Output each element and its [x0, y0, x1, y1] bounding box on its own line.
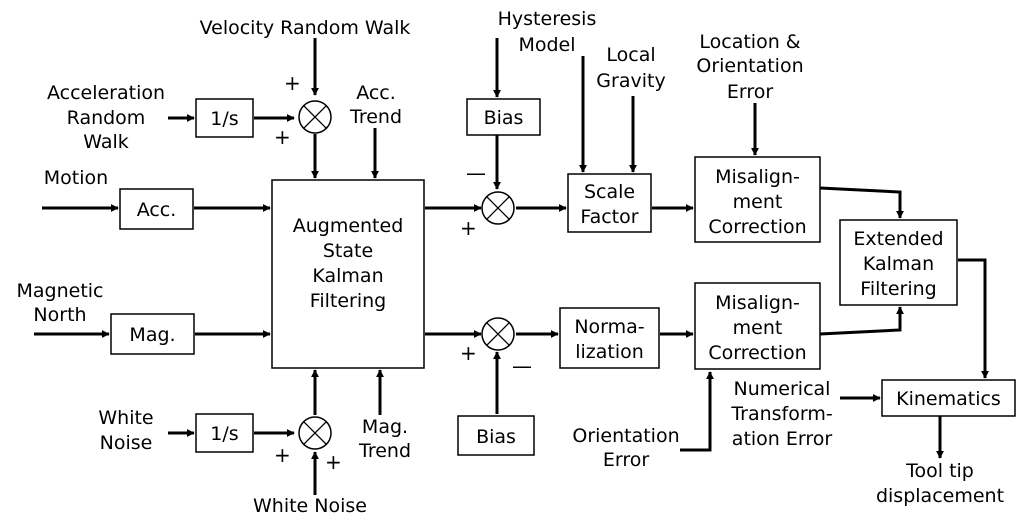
minus-sign: — [466, 161, 486, 185]
accelerometer-label: Acc. [137, 199, 177, 221]
magnetic-north-label-line-1: Magnetic [16, 280, 103, 302]
tool-tip-label: Tool tip [905, 460, 974, 482]
displacement-label: displacement [876, 485, 1004, 507]
numerical-transformation-error-label-line-3: ation Error [732, 428, 833, 450]
misalignment-correction-block-bottom: Misalign- ment Correction [694, 282, 821, 370]
sum-junction-white-noise [298, 416, 332, 450]
ekf-label-line-2: Kalman [863, 253, 934, 275]
mag-trend-label-line-1: Mag. [362, 416, 408, 438]
plus-sign: + [460, 341, 477, 365]
normalization-block: Norma- lization [559, 307, 660, 369]
acc-trend-label-line-2: Trend [349, 106, 402, 128]
location-orientation-error-label-line-1: Location & [699, 31, 800, 53]
model-label: Model [518, 34, 575, 56]
location-orientation-error-label-line-3: Error [727, 81, 774, 103]
sum-junction-accel-bias [481, 191, 515, 225]
kinematics-block: Kinematics [881, 379, 1016, 417]
orientation-error-label-line-2: Error [603, 449, 650, 471]
scale-factor-block: Scale Factor [567, 173, 652, 233]
kalman-label-line-4: Filtering [310, 290, 386, 312]
kalman-label-line-1: Augmented [293, 215, 404, 237]
integrator-label: 1/s [210, 423, 238, 445]
plus-sign: + [274, 125, 291, 149]
acceleration-random-walk-label-line-3: Walk [83, 131, 129, 153]
accelerometer-block: Acc. [119, 188, 194, 230]
orientation-error-label-line-1: Orientation [572, 425, 679, 447]
mag-trend-label-line-2: Trend [358, 440, 411, 462]
connections [34, 38, 989, 495]
plus-sign: + [460, 216, 477, 240]
minus-sign: — [512, 354, 532, 378]
scale-factor-label-line-2: Factor [580, 206, 638, 228]
integrator-label: 1/s [210, 108, 238, 130]
bias-label: Bias [484, 107, 524, 129]
misalign-top-line-3: Correction [708, 216, 806, 238]
integrator-block-white-noise: 1/s [195, 413, 254, 453]
bias-block-top: Bias [466, 98, 541, 136]
white-noise-left-label-line-1: White [98, 407, 153, 429]
white-noise-bottom-label: White Noise [253, 495, 367, 517]
acceleration-random-walk-label-line-2: Random [67, 107, 146, 129]
ekf-label-line-3: Filtering [860, 278, 936, 300]
integrator-block-acceleration: 1/s [195, 98, 254, 138]
ekf-label-line-1: Extended [853, 228, 943, 250]
local-gravity-label-line-2: Gravity [596, 70, 665, 92]
misalign-bottom-line-3: Correction [708, 342, 806, 364]
magnetometer-block: Mag. [110, 313, 195, 355]
extended-kalman-filter-block: Extended Kalman Filtering [839, 219, 958, 306]
scale-factor-label-line-1: Scale [584, 181, 635, 203]
normalization-label-line-2: lization [575, 341, 644, 363]
magnetometer-label: Mag. [129, 324, 175, 346]
misalign-bottom-line-1: Misalign- [715, 292, 800, 314]
plus-sign: + [325, 450, 342, 474]
numerical-transformation-error-label-line-2: Transform- [730, 403, 832, 425]
normalization-label-line-1: Norma- [574, 316, 644, 338]
kalman-label-line-3: Kalman [312, 265, 383, 287]
numerical-transformation-error-label-line-1: Numerical [734, 378, 831, 400]
kalman-label-line-2: State [323, 240, 373, 262]
local-gravity-label-line-1: Local [606, 44, 655, 66]
misalign-top-line-1: Misalign- [715, 166, 800, 188]
sum-junction-mag-bias [481, 317, 515, 351]
velocity-random-walk-label: Velocity Random Walk [200, 17, 411, 39]
misalign-bottom-line-2: ment [733, 317, 783, 339]
bias-label: Bias [476, 426, 516, 448]
magnetic-north-label-line-2: North [33, 304, 86, 326]
bias-block-bottom: Bias [457, 415, 535, 456]
kinematics-label: Kinematics [896, 388, 1001, 410]
augmented-kalman-filter-block: Augmented State Kalman Filtering [271, 179, 425, 369]
location-orientation-error-label-line-2: Orientation [696, 55, 803, 77]
misalignment-correction-block-top: Misalign- ment Correction [694, 156, 821, 243]
plus-sign: + [284, 71, 301, 95]
acceleration-random-walk-label-line-1: Acceleration [47, 82, 165, 104]
plus-sign: + [274, 443, 291, 467]
white-noise-left-label-line-2: Noise [100, 432, 153, 454]
acc-trend-label-line-1: Acc. [356, 82, 396, 104]
hysteresis-label: Hysteresis [498, 8, 597, 30]
motion-label: Motion [44, 167, 108, 189]
sum-junction-velocity [298, 100, 332, 134]
misalign-top-line-2: ment [733, 191, 783, 213]
